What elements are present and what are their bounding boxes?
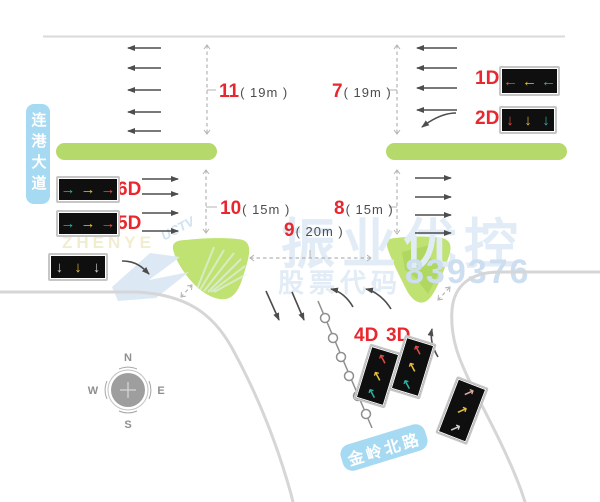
measurement-11: 11( 19m ) [219, 81, 289, 102]
left-arrow-icon: ← [503, 72, 518, 90]
signal-head-down: ↓ ↓ ↓ [48, 253, 108, 281]
signal-head-6d: → → → [56, 176, 120, 203]
signal-label-6d: 6D [117, 179, 142, 200]
right-arrow-icon: → [100, 181, 116, 198]
signal-head-5d: → → → [56, 210, 120, 237]
right-arrow-icon: → [80, 181, 96, 198]
right-arrow-icon: → [60, 215, 76, 232]
eastbound-lane-arrows-left [121, 176, 179, 275]
measurement-8: 8( 15m ) [334, 198, 394, 219]
left-arrow-icon: ← [522, 72, 537, 90]
compass-east-label: E [157, 385, 164, 397]
southbound-lane-arrows [265, 290, 305, 321]
down-arrow-icon: ↓ [542, 111, 550, 129]
down-arrow-icon: ↓ [74, 258, 82, 276]
median-east [386, 143, 567, 160]
upleft-arrow-icon: ↖ [405, 358, 420, 376]
westbound-lane-arrows-right [416, 45, 457, 128]
right-arrow-icon: → [60, 181, 76, 198]
island-fan-decoration [196, 246, 248, 293]
upright-arrow-icon: ↗ [461, 383, 477, 402]
island-shade-decoration [402, 244, 444, 294]
upleft-arrow-icon: ↖ [364, 384, 380, 402]
upright-arrow-icon: ↗ [447, 419, 463, 438]
signal-head-2d: ↓ ↓ ↓ [499, 106, 557, 134]
south-road-right-edge [450, 270, 600, 502]
compass-ring [107, 369, 149, 411]
island-gap-arrow-left [180, 284, 193, 298]
measurement-9: 9( 20m ) [284, 220, 344, 241]
signal-label-1d: 1D [475, 68, 500, 89]
merge-arrow [421, 112, 457, 128]
signal-label-5d: 5D [117, 213, 142, 234]
down-arrow-icon: ↓ [55, 258, 64, 276]
compass-arcs [104, 366, 152, 414]
south-road-left-edge [0, 290, 295, 502]
measurement-7: 7( 19m ) [332, 81, 392, 102]
compass: N S W E [88, 352, 165, 431]
signal-label-2d: 2D [475, 108, 500, 129]
down-arrow-icon: ↓ [506, 111, 514, 129]
compass-west-label: W [88, 385, 99, 397]
median-west [56, 143, 217, 160]
island-gap-arrow-right [437, 286, 451, 301]
eastbound-lane-arrows-right [415, 175, 452, 236]
road-name-west: 连港大道 [26, 104, 50, 204]
down-arrow-icon: ↓ [92, 258, 101, 276]
right-arrow-icon: → [100, 215, 116, 232]
measurement-10: 10( 15m ) [220, 198, 291, 219]
bend-arrow [121, 260, 150, 275]
upleft-arrow-icon: ↖ [375, 350, 391, 368]
westbound-lane-arrows-left [127, 45, 161, 134]
upleft-arrow-icon: ↖ [370, 367, 385, 385]
signal-head-1d: ← ← ← [499, 66, 560, 96]
upright-arrow-icon: ↗ [454, 401, 470, 420]
watermark-wing-shape [112, 253, 189, 301]
right-arrow-icon: → [80, 215, 96, 232]
upleft-arrow-icon: ↖ [399, 375, 415, 393]
compass-south-label: S [124, 419, 131, 431]
signal-label-4d: 4D [354, 325, 379, 346]
down-arrow-icon: ↓ [524, 111, 532, 129]
left-arrow-icon: ← [541, 72, 556, 90]
road-edges [0, 270, 600, 502]
compass-cross [120, 382, 136, 398]
upleft-arrow-icon: ↖ [410, 341, 426, 359]
compass-north-label: N [124, 352, 132, 364]
measurement-ticks [206, 89, 397, 258]
